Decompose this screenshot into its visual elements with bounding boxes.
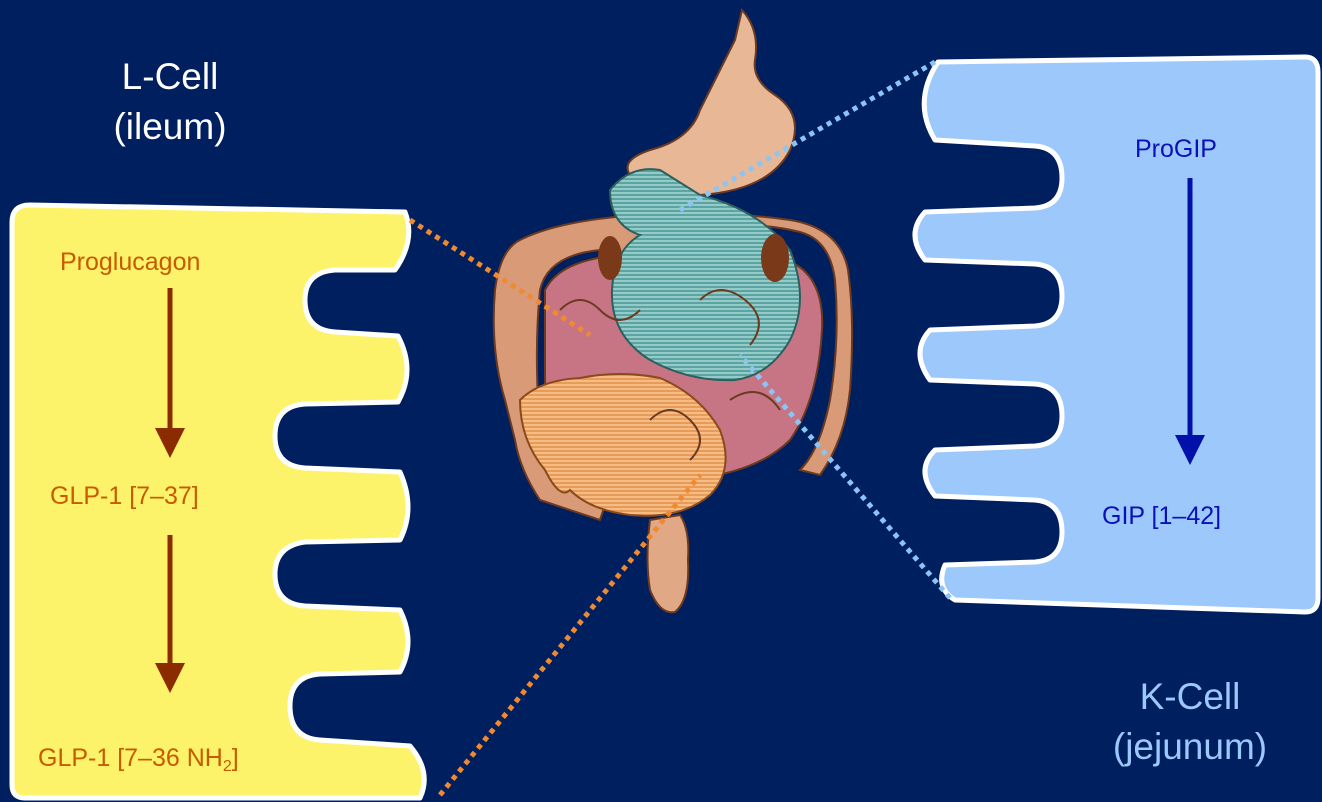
l-cell-step3-close: ]	[232, 744, 239, 772]
k-cell-title-line1: K-Cell	[1085, 672, 1295, 722]
l-cell-step-glp1-7-36-amide: GLP-1 [7–36 NH2]	[38, 744, 239, 776]
l-cell-step-proglucagon: Proglucagon	[60, 248, 200, 277]
k-cell-step-gip-1-42: GIP [1–42]	[1102, 502, 1221, 531]
l-cell-title-line2: (ileum)	[85, 102, 255, 152]
k-cell-title-line2: (jejunum)	[1085, 722, 1295, 772]
gut-illustration-icon	[494, 10, 852, 612]
l-cell-step3-main: GLP-1 [7–36 NH	[38, 744, 223, 772]
l-cell-title-line1: L-Cell	[85, 52, 255, 102]
l-cell-step3-sub: 2	[223, 758, 232, 775]
k-cell-step-progip: ProGIP	[1135, 135, 1217, 164]
k-cell-title: K-Cell (jejunum)	[1085, 672, 1295, 772]
l-cell-title: L-Cell (ileum)	[85, 52, 255, 152]
l-cell-step-glp1-7-37: GLP-1 [7–37]	[50, 482, 199, 511]
